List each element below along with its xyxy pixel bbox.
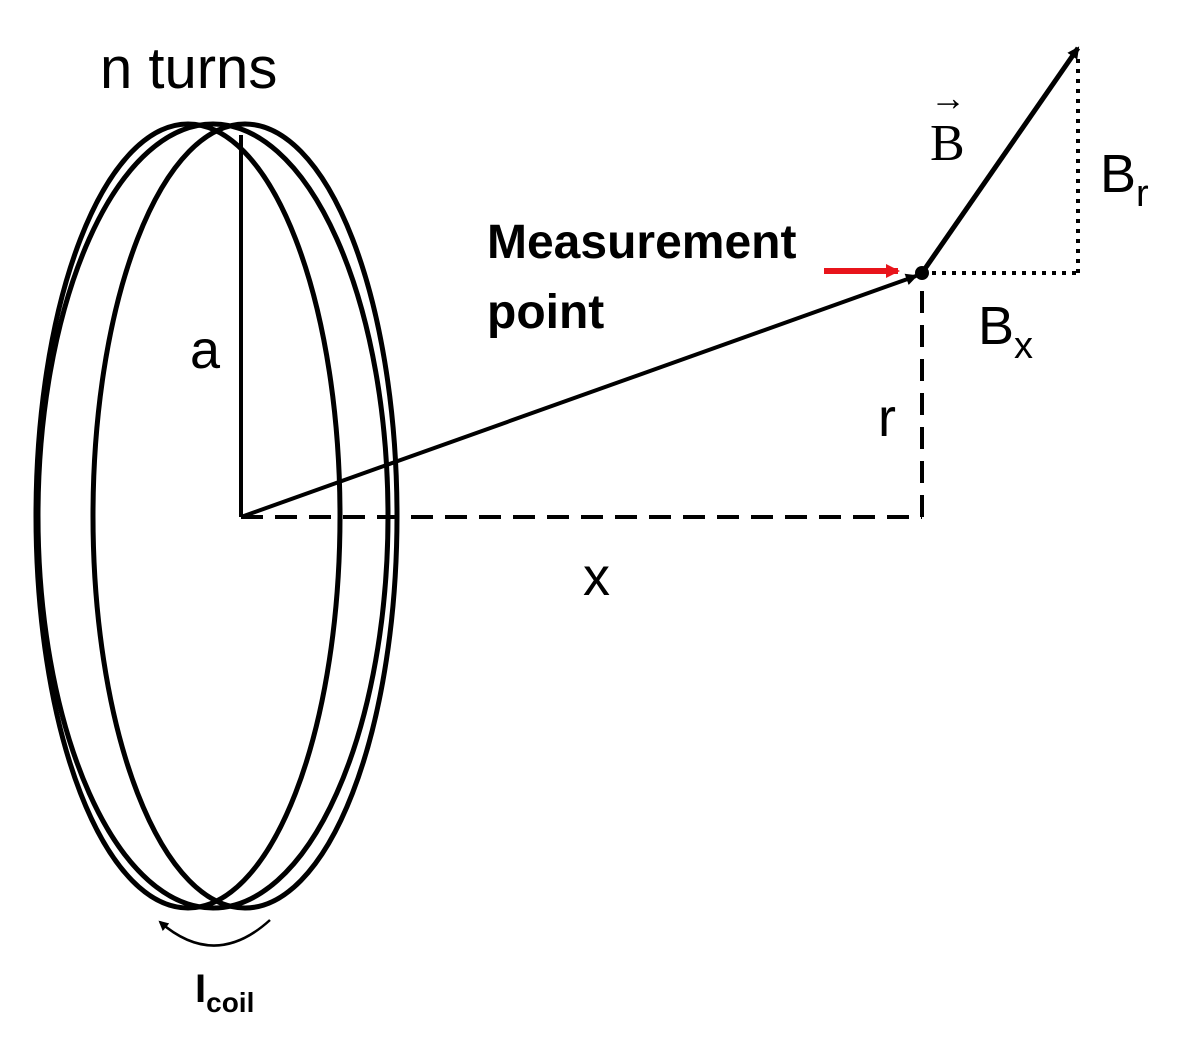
current-label-sub: coil — [206, 987, 254, 1018]
radial-component-label: Br — [1100, 144, 1149, 215]
field-vector-arrow-glyph: → — [930, 78, 966, 118]
measurement-point-label-line1: Measurement — [487, 216, 796, 269]
axial-component-sub: x — [1014, 325, 1033, 367]
current-direction-arrow — [158, 919, 271, 947]
radial-component-base: B — [1100, 144, 1136, 204]
radial-component-sub: r — [1136, 173, 1149, 215]
field-vector-b — [919, 46, 1081, 275]
turns-label: n turns — [100, 36, 277, 101]
radius-label: a — [190, 320, 221, 380]
axial-component-label: Bx — [978, 296, 1033, 367]
current-label: Icoil — [195, 967, 254, 1018]
axial-component-base: B — [978, 296, 1014, 356]
distance-vector — [240, 273, 918, 519]
coil-loop-3 — [33, 121, 343, 911]
axial-distance-label: x — [583, 547, 610, 607]
measurement-point-label-line2: point — [487, 286, 604, 339]
radial-distance-label: r — [878, 388, 896, 448]
field-vector-label: B — [930, 115, 965, 172]
current-label-base: I — [195, 967, 206, 1011]
coil-loops — [33, 121, 400, 911]
